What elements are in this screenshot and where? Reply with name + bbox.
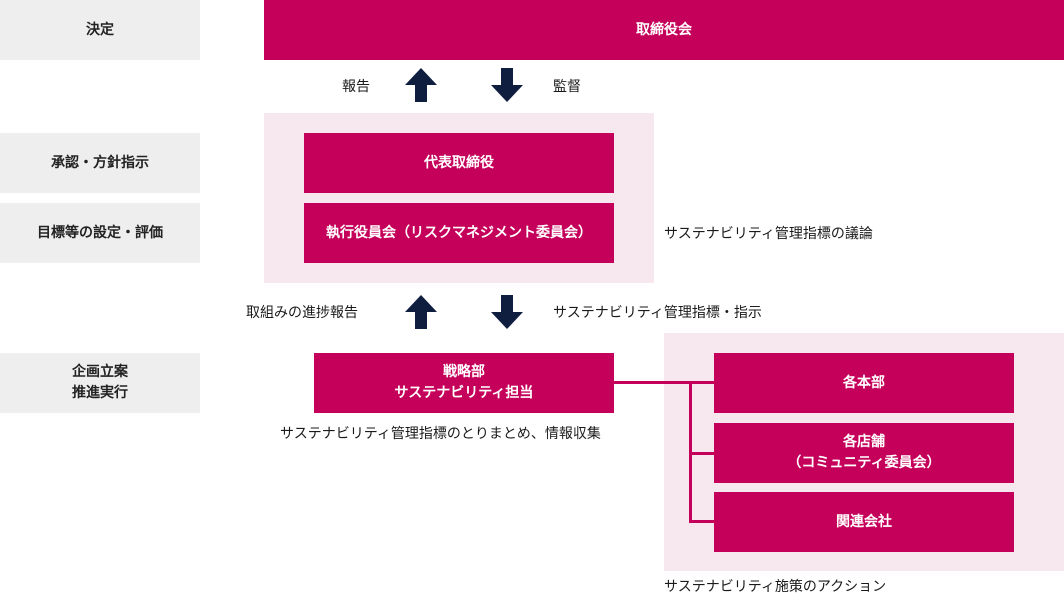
progress-report-label: 取組みの進捗報告	[246, 305, 358, 321]
supervision-label: 監督	[553, 79, 581, 95]
label-approval: 承認・方針指示	[0, 133, 200, 193]
arrow-down-icon	[491, 295, 523, 329]
affiliates-box: 関連会社	[714, 492, 1014, 552]
executive-committee-box: 執行役員会（リスクマネジメント委員会）	[304, 203, 614, 263]
indicators-instruction-label: サステナビリティ管理指標・指示	[553, 305, 762, 321]
arrow-up-icon	[405, 295, 437, 329]
connector-line	[689, 452, 714, 455]
actions-note: サステナビリティ施策のアクション	[664, 579, 887, 595]
strategy-department-box: 戦略部 サステナビリティ担当	[314, 353, 614, 413]
stores-box: 各店舗 （コミュニティ委員会）	[714, 423, 1014, 483]
compilation-note: サステナビリティ管理指標のとりまとめ、情報収集	[280, 426, 601, 442]
label-planning: 企画立案 推進実行	[0, 353, 200, 413]
board-of-directors-box: 取締役会	[264, 0, 1064, 60]
arrow-down-icon	[491, 68, 523, 102]
label-decision: 決定	[0, 0, 200, 60]
label-targets: 目標等の設定・評価	[0, 203, 200, 263]
discussion-note: サステナビリティ管理指標の議論	[664, 226, 873, 242]
connector-line	[689, 520, 714, 523]
arrow-up-icon	[405, 68, 437, 102]
connector-line	[614, 381, 714, 384]
representative-director-box: 代表取締役	[304, 133, 614, 193]
headquarters-box: 各本部	[714, 353, 1014, 413]
report-label: 報告	[342, 79, 370, 95]
